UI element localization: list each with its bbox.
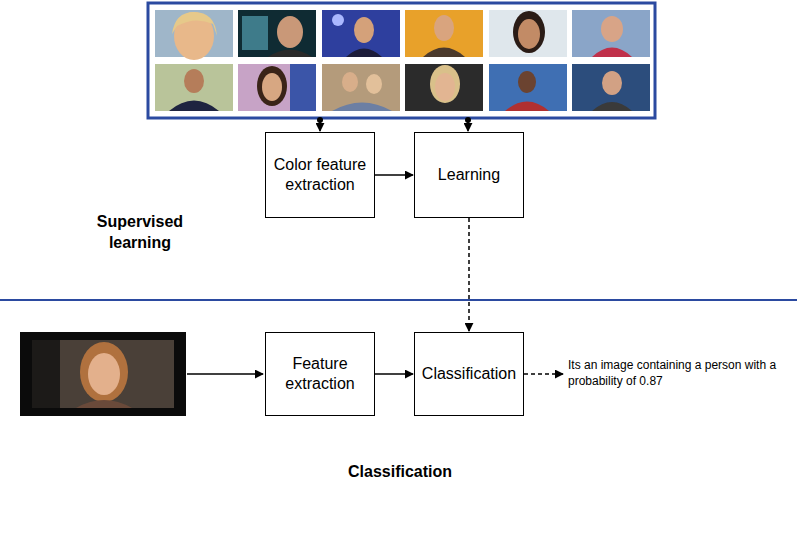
photo-face: [88, 353, 120, 395]
photo-body: [592, 48, 632, 58]
photo-face: [518, 71, 536, 93]
query-photo: [20, 332, 186, 416]
box-label: Classification: [422, 364, 516, 384]
photo-background: [32, 340, 174, 408]
photo-face: [518, 19, 540, 49]
box-label: Learning: [438, 165, 500, 185]
flow-arrow: [375, 174, 413, 176]
box-label: Feature extraction: [272, 354, 368, 394]
photo-thumbnail: [572, 64, 650, 111]
separator-line: [0, 299, 797, 301]
photo-thumbnail: [572, 10, 650, 57]
output-arrow: [524, 373, 563, 375]
photo-background: [489, 10, 567, 57]
section-label: Supervised learning: [88, 212, 192, 254]
photo-thumbnail: [322, 10, 400, 57]
photo-hair: [513, 11, 545, 53]
photo-body: [592, 102, 632, 111]
photo-face: [601, 16, 623, 42]
photo-background: [242, 16, 268, 50]
photo-thumbnail: [238, 10, 316, 57]
photo-background: [322, 10, 400, 57]
photo-body: [76, 400, 132, 408]
photo-thumbnail: [405, 10, 483, 57]
process-box: Feature extraction: [265, 332, 375, 416]
photo-face: [435, 73, 455, 101]
process-box: Color feature extraction: [265, 132, 375, 218]
photo-thumbnail: [489, 10, 567, 57]
photo-background: [20, 332, 186, 416]
photo-face: [277, 16, 303, 48]
photo-face: [342, 72, 358, 92]
photo-face: [354, 17, 374, 43]
photo-background: [32, 340, 60, 408]
photo-body: [268, 50, 312, 58]
result-note: Its an image containing a person with a …: [568, 358, 786, 389]
photo-background: [572, 64, 650, 111]
section-label: Classification: [330, 462, 470, 483]
box-label: Color feature extraction: [272, 155, 368, 195]
input-arrow: [187, 373, 263, 375]
photo-background: [155, 64, 233, 111]
photo-body: [505, 102, 549, 112]
process-box: Learning: [414, 132, 524, 218]
photo-thumbnail: [405, 64, 483, 111]
photo-face: [434, 15, 454, 41]
photo-thumbnail: [489, 64, 567, 111]
photo-hair: [257, 66, 287, 106]
photo-frame: [148, 3, 655, 118]
photo-body: [332, 103, 392, 112]
photo-hair: [80, 342, 128, 402]
photo-thumbnail: [322, 64, 400, 111]
input-arrow: [467, 120, 469, 131]
photo-body: [169, 101, 219, 112]
photo-background: [572, 10, 650, 57]
photo-background: [322, 64, 400, 111]
photo-background: [489, 64, 567, 111]
photo-background: [290, 64, 316, 111]
photo-background: [405, 10, 483, 57]
photo-thumbnail: [238, 64, 316, 111]
photo-hair: [172, 12, 217, 36]
photo-background: [405, 64, 483, 111]
flow-arrow: [375, 373, 413, 375]
photo-body: [346, 49, 382, 58]
photo-background: [238, 64, 316, 111]
photo-thumbnail: [155, 10, 233, 60]
flow-arrow: [468, 218, 470, 331]
photo-hair: [430, 65, 460, 103]
photo-face: [262, 73, 282, 101]
photo-face: [602, 71, 622, 95]
photo-face: [366, 74, 382, 94]
photo-background: [238, 10, 316, 57]
input-arrow: [319, 120, 321, 131]
process-box: Classification: [414, 332, 524, 416]
photo-light: [332, 14, 344, 26]
photo-thumbnail: [155, 64, 233, 111]
photo-body: [423, 48, 465, 58]
photo-face: [184, 69, 204, 93]
